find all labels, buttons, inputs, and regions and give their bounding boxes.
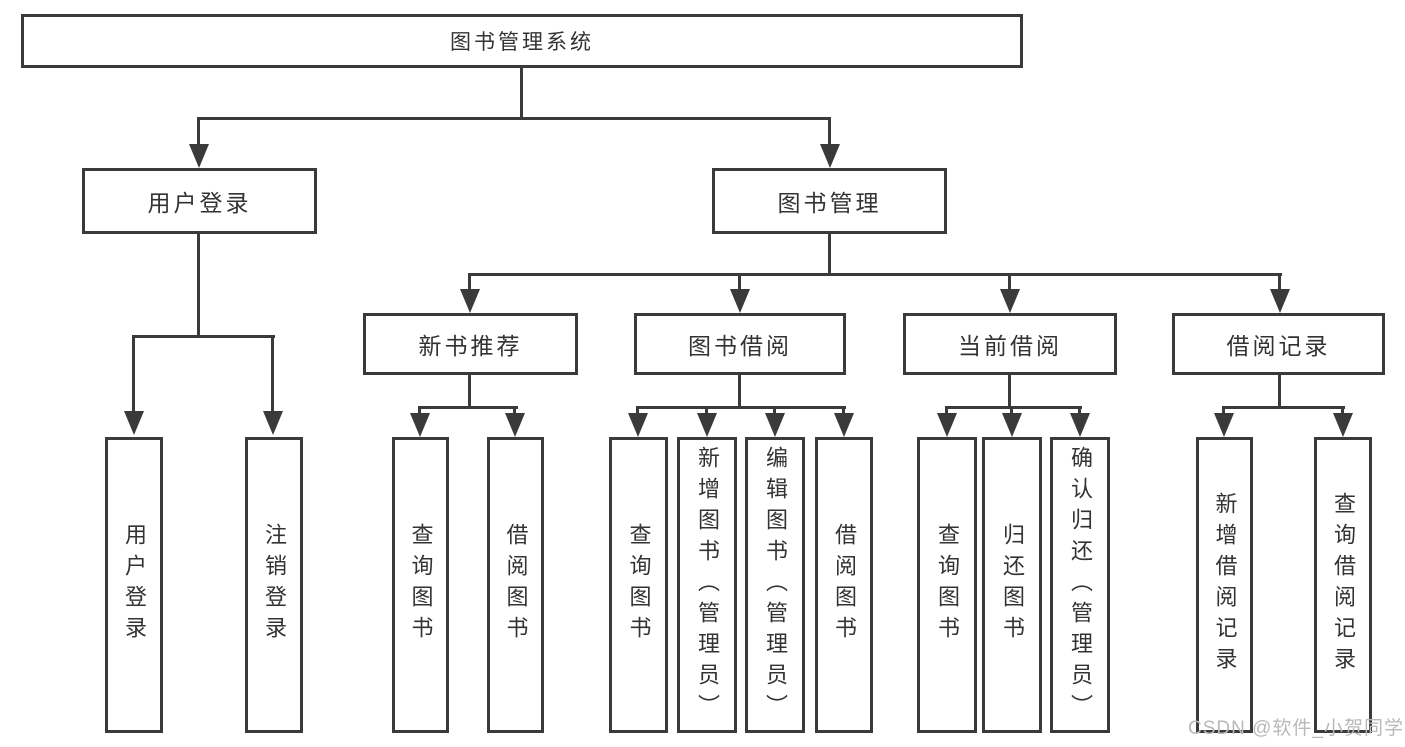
arrow-down-icon [189,144,209,168]
arrow-down-icon [834,413,854,437]
connector-line [513,406,516,416]
leaf-label: 编辑图书（管理员） [763,445,788,725]
connector-line [945,406,948,416]
connector-line [1278,273,1281,291]
connector-line [945,406,1082,409]
connector-line [520,68,523,120]
connector-line [828,117,831,147]
leaf-query-borrow-record: 查询借阅记录 [1314,437,1372,733]
connector-line [773,406,776,416]
connector-line [738,273,741,291]
leaf-label: 借阅图书 [503,523,529,647]
node-label: 当前借阅 [958,333,1062,359]
arrow-down-icon [1270,289,1290,313]
leaf-label: 注销登录 [262,523,287,647]
node-label: 用户登录 [147,190,252,216]
node-current-borrow: 当前借阅 [903,313,1117,375]
csdn-watermark: CSDN @软件_小贺同学 [1188,718,1404,739]
leaf-label: 查询图书 [935,523,960,647]
node-label: 图书管理系统 [450,31,594,54]
connector-line [418,406,518,409]
arrow-down-icon [628,413,648,437]
node-label: 借阅记录 [1226,333,1331,359]
connector-line [738,375,741,409]
leaf-query-book-recommend: 查询图书 [392,437,449,733]
connector-line [197,117,200,147]
connector-line [1010,406,1013,416]
connector-line [1222,406,1345,409]
node-user-login: 用户登录 [82,168,317,234]
connector-line [705,406,708,416]
leaf-confirm-return-admin: 确认归还（管理员） [1050,437,1110,733]
connector-line [468,273,471,291]
arrow-down-icon [1214,413,1234,437]
connector-line [197,234,200,338]
arrow-down-icon [460,289,480,313]
connector-line [1222,406,1225,416]
node-library-system: 图书管理系统 [21,14,1023,68]
leaf-query-book-borrow: 查询图书 [609,437,668,733]
leaf-borrow-book: 借阅图书 [815,437,873,733]
leaf-label: 新增借阅记录 [1212,492,1238,678]
connector-line [842,406,845,416]
node-label: 图书借阅 [688,333,792,359]
connector-line [828,234,831,276]
leaf-borrow-book-recommend: 借阅图书 [487,437,544,733]
leaf-query-book-current: 查询图书 [917,437,977,733]
arrow-down-icon [410,413,430,437]
leaf-add-borrow-record: 新增借阅记录 [1196,437,1253,733]
arrow-down-icon [505,413,525,437]
arrow-down-icon [820,144,840,168]
connector-line [636,406,846,409]
leaf-label: 归还图书 [1000,523,1025,647]
node-new-book-recommend: 新书推荐 [363,313,578,375]
arrow-down-icon [1000,289,1020,313]
connector-line [132,335,275,338]
connector-line [271,335,274,413]
node-book-borrow: 图书借阅 [634,313,846,375]
leaf-user-login: 用户登录 [105,437,163,733]
leaf-label: 查询图书 [626,523,652,647]
connector-line [1078,406,1081,416]
connector-line [132,335,135,413]
leaf-label: 新增图书（管理员） [695,445,720,725]
connector-line [468,375,471,409]
connector-line [469,273,1282,276]
arrow-down-icon [124,411,144,435]
leaf-logout: 注销登录 [245,437,303,733]
leaf-label: 借阅图书 [832,523,857,647]
leaf-label: 用户登录 [122,523,147,647]
connector-line [1008,273,1011,291]
arrow-down-icon [765,413,785,437]
node-label: 新书推荐 [418,333,523,359]
connector-line [197,117,831,120]
node-borrow-records: 借阅记录 [1172,313,1385,375]
connector-line [1341,406,1344,416]
leaf-label: 查询借阅记录 [1331,492,1356,678]
leaf-return-book: 归还图书 [982,437,1042,733]
leaf-edit-book-admin: 编辑图书（管理员） [745,437,805,733]
connector-line [1008,375,1011,409]
arrow-down-icon [697,413,717,437]
leaf-add-book-admin: 新增图书（管理员） [677,437,737,733]
arrow-down-icon [1070,413,1090,437]
leaf-label: 查询图书 [408,523,434,647]
arrow-down-icon [937,413,957,437]
arrow-down-icon [730,289,750,313]
arrow-down-icon [1333,413,1353,437]
arrow-down-icon [1002,413,1022,437]
leaf-label: 确认归还（管理员） [1068,445,1093,725]
connector-line [636,406,639,416]
connector-line [1278,375,1281,409]
connector-line [418,406,421,416]
node-book-management: 图书管理 [712,168,947,234]
node-label: 图书管理 [777,190,882,216]
arrow-down-icon [263,411,283,435]
